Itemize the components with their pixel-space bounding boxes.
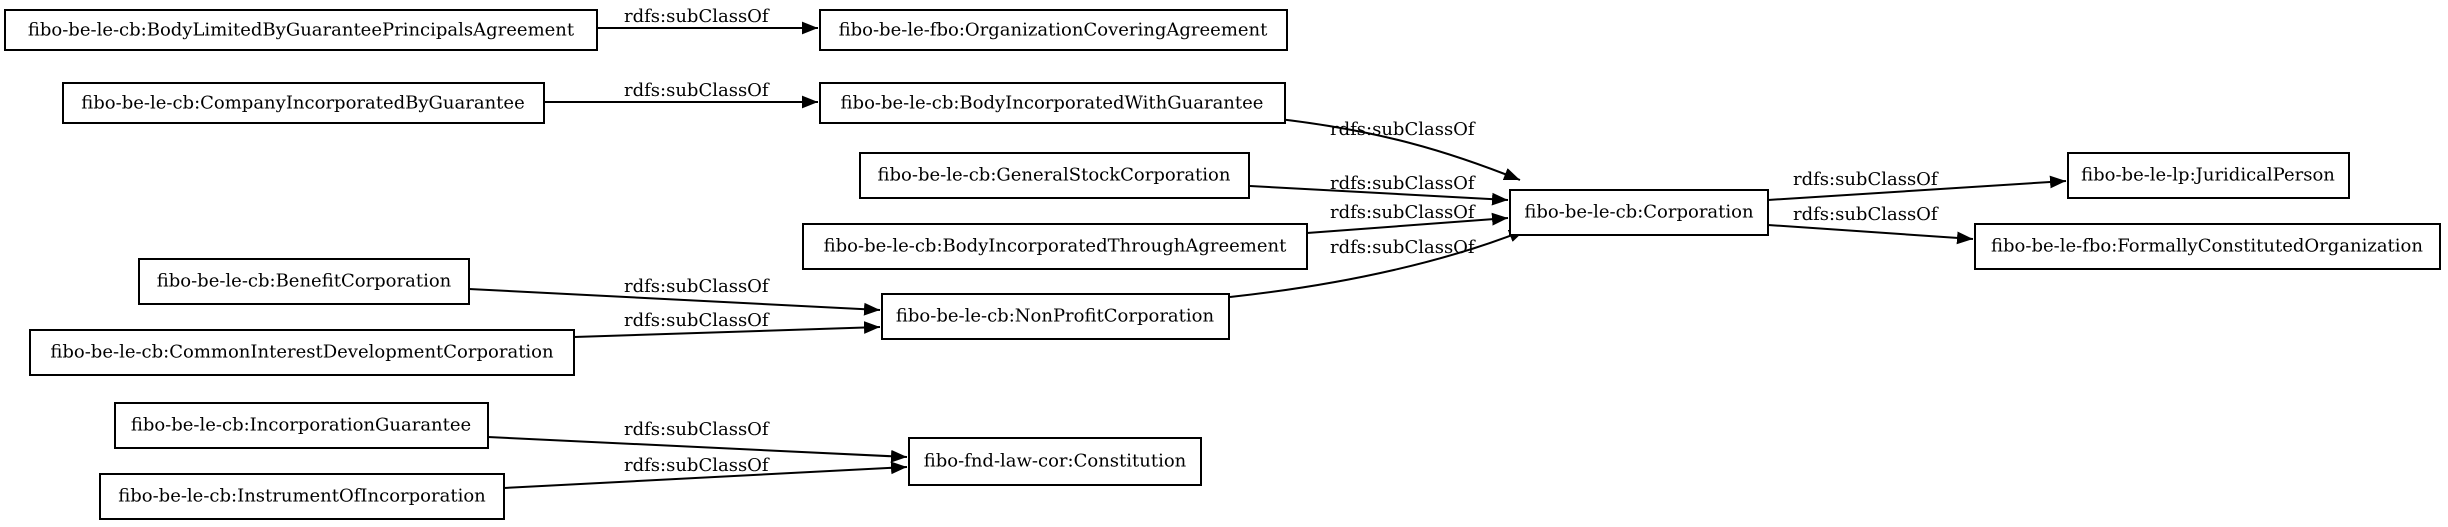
class-node-label: fibo-be-le-cb:CommonInterestDevelopmentC… — [50, 342, 554, 363]
edge-n11-n12: rdfs:subClassOf — [573, 310, 881, 338]
class-node: fibo-be-le-cb:Corporation — [1509, 189, 1769, 236]
edge-n12-n7: rdfs:subClassOf — [1229, 229, 1526, 298]
class-node: fibo-be-le-cb:BenefitCorporation — [138, 258, 470, 305]
edge-n13-n15: rdfs:subClassOf — [487, 419, 908, 463]
class-node: fibo-be-le-cb:BodyIncorporatedThroughAgr… — [802, 223, 1308, 270]
edge-label: rdfs:subClassOf — [624, 6, 770, 27]
edge-label: rdfs:subClassOf — [1793, 204, 1939, 225]
edge-n6-n7: rdfs:subClassOf — [1306, 202, 1509, 234]
class-node-label: fibo-be-le-cb:Corporation — [1524, 202, 1754, 223]
edge-label: rdfs:subClassOf — [1330, 202, 1476, 223]
edge-n3-n4: rdfs:subClassOf — [544, 80, 818, 109]
class-node: fibo-be-le-fbo:OrganizationCoveringAgree… — [819, 9, 1288, 51]
class-node: fibo-be-le-cb:CommonInterestDevelopmentC… — [29, 329, 575, 376]
class-node: fibo-be-le-fbo:FormallyConstitutedOrgani… — [1974, 223, 2441, 270]
class-node-label: fibo-be-le-fbo:OrganizationCoveringAgree… — [839, 20, 1269, 41]
edge-label: rdfs:subClassOf — [1330, 119, 1476, 140]
edge-n5-n7: rdfs:subClassOf — [1249, 173, 1509, 206]
class-node-label: fibo-be-le-lp:JuridicalPerson — [2081, 165, 2335, 186]
class-node-label: fibo-fnd-law-cor:Constitution — [924, 451, 1187, 472]
edge-n1-n2: rdfs:subClassOf — [597, 6, 818, 35]
edge-n14-n15: rdfs:subClassOf — [503, 455, 908, 489]
class-node: fibo-be-le-cb:InstrumentOfIncorporation — [99, 473, 505, 520]
class-node-label: fibo-be-le-cb:CompanyIncorporatedByGuara… — [81, 93, 524, 114]
class-node-label: fibo-be-le-fbo:FormallyConstitutedOrgani… — [1991, 236, 2423, 257]
edge-label: rdfs:subClassOf — [624, 419, 770, 440]
edge-label: rdfs:subClassOf — [624, 276, 770, 297]
class-node-label: fibo-be-le-cb:BenefitCorporation — [157, 271, 452, 292]
class-node-label: fibo-be-le-cb:IncorporationGuarantee — [131, 415, 471, 436]
edge-label: rdfs:subClassOf — [624, 310, 770, 331]
class-node: fibo-be-le-cb:BodyIncorporatedWithGuaran… — [819, 82, 1286, 124]
edge-label: rdfs:subClassOf — [1330, 237, 1476, 258]
edge-label: rdfs:subClassOf — [624, 455, 770, 476]
edge-n10-n12: rdfs:subClassOf — [468, 276, 881, 316]
class-node: fibo-be-le-cb:GeneralStockCorporation — [859, 152, 1250, 199]
edge-n7-n8: rdfs:subClassOf — [1767, 169, 2067, 201]
edge-n4-n7: rdfs:subClassOf — [1269, 117, 1521, 181]
class-node: fibo-be-le-cb:IncorporationGuarantee — [114, 402, 489, 449]
edge-n7-n9: rdfs:subClassOf — [1767, 204, 1974, 245]
class-node-label: fibo-be-le-cb:BodyIncorporatedThroughAgr… — [824, 236, 1287, 257]
class-node-label: fibo-be-le-cb:BodyLimitedByGuaranteePrin… — [28, 20, 575, 41]
class-node-label: fibo-be-le-cb:GeneralStockCorporation — [878, 165, 1231, 186]
edge-label: rdfs:subClassOf — [1793, 169, 1939, 190]
class-node-label: fibo-be-le-cb:InstrumentOfIncorporation — [118, 486, 486, 507]
class-node-label: fibo-be-le-cb:NonProfitCorporation — [896, 306, 1215, 327]
class-node: fibo-be-le-cb:CompanyIncorporatedByGuara… — [62, 82, 545, 124]
edge-label: rdfs:subClassOf — [1330, 173, 1476, 194]
class-node: fibo-be-le-cb:NonProfitCorporation — [881, 293, 1230, 340]
class-node: fibo-be-le-cb:BodyLimitedByGuaranteePrin… — [4, 9, 598, 51]
class-node-label: fibo-be-le-cb:BodyIncorporatedWithGuaran… — [841, 93, 1264, 114]
class-node: fibo-fnd-law-cor:Constitution — [908, 437, 1202, 486]
class-node: fibo-be-le-lp:JuridicalPerson — [2067, 152, 2350, 199]
edge-label: rdfs:subClassOf — [624, 80, 770, 101]
